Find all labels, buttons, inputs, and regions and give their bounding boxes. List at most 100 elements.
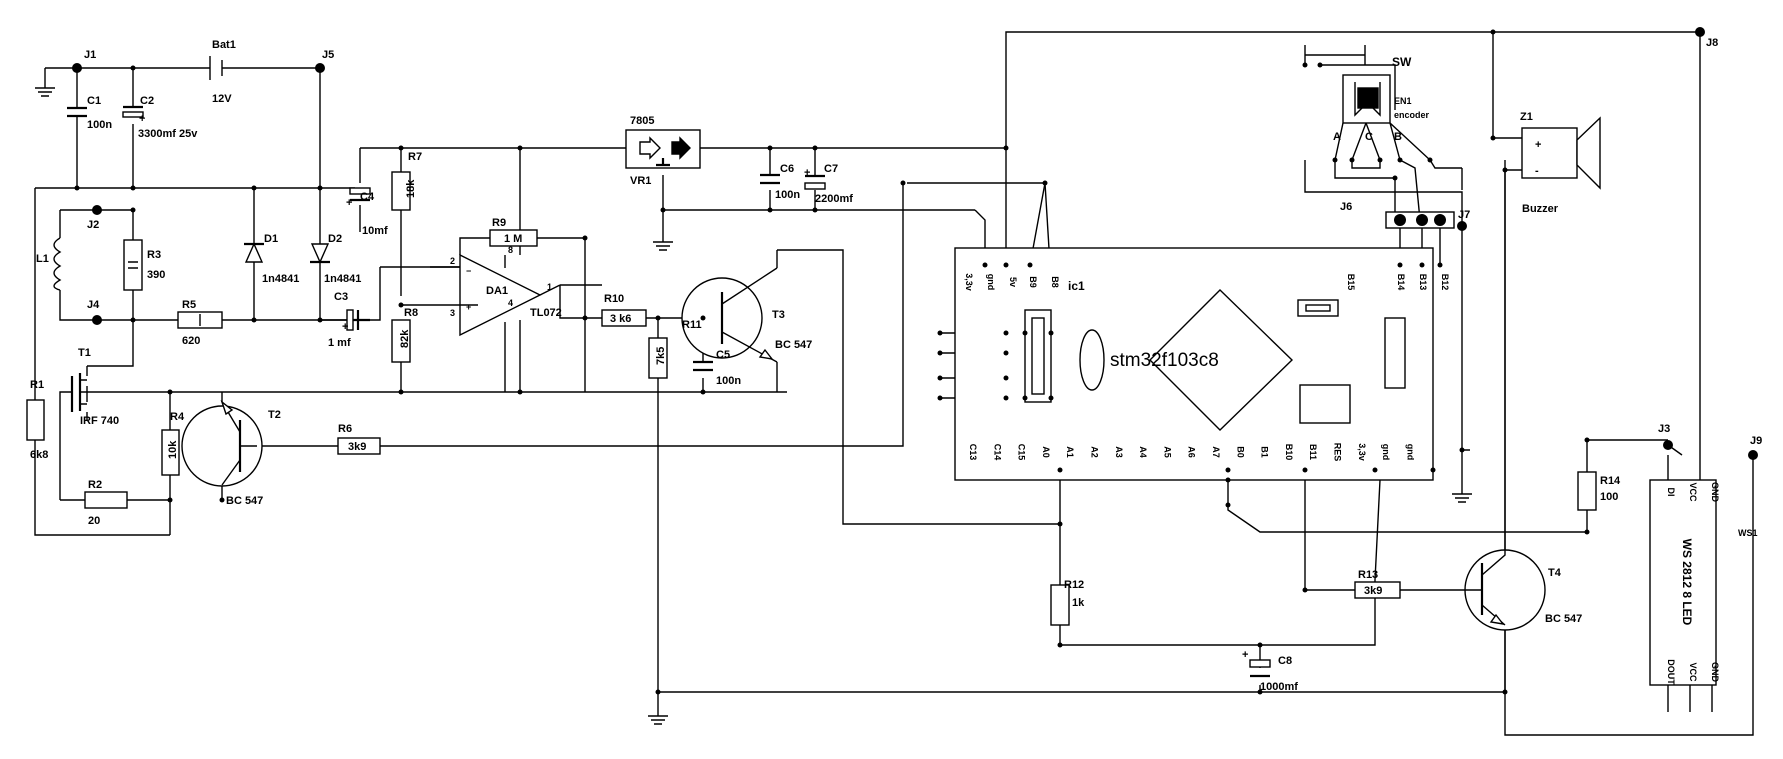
led-top-pin-2: GND [1710, 482, 1720, 503]
mcu-bottom-pin-8: A5 [1162, 446, 1172, 458]
resistor-r6-symbol [337, 437, 381, 455]
mcu-bottom-pin-15: RES [1333, 443, 1343, 462]
connector-j5-dot [315, 63, 325, 73]
mcu-bottom-pin-4: A1 [1065, 446, 1075, 458]
polarity-c2: + [139, 113, 145, 125]
mcu-top-pin-3: B9 [1028, 276, 1038, 288]
opamp-pin-4: 4 [508, 298, 513, 308]
value-r3: 390 [147, 269, 165, 281]
capacitor-c8-symbol [1249, 659, 1271, 668]
label-l1: L1 [36, 253, 49, 265]
diode-d2-symbol [310, 243, 330, 264]
mcu-top-pin-4: B8 [1050, 276, 1060, 288]
buzzer-z1-symbol [1521, 127, 1578, 179]
label-r9: R9 [492, 217, 506, 229]
value-d2: 1n4841 [324, 273, 361, 285]
value-c7: 2200mf [815, 193, 853, 205]
value-c4: 10mf [362, 225, 388, 237]
mcu-bottom-pin-17: gnd [1381, 444, 1391, 461]
led-bottom-pin-2: GND [1710, 662, 1720, 683]
polarity-z1-minus: - [1535, 165, 1539, 177]
connector-j2-dot [92, 205, 102, 215]
label-bat1: Bat1 [212, 39, 236, 51]
led-strip-name: WS 2812 8 LED [1680, 539, 1694, 626]
label-r7: R7 [408, 151, 422, 163]
label-da1: DA1 [486, 285, 508, 297]
led-top-pin-1: VCC [1688, 482, 1698, 502]
label-r13: R13 [1358, 569, 1378, 581]
capacitor-c7-symbol [804, 182, 826, 190]
opamp-pin-3: 3 [450, 308, 455, 318]
value-r1: 6k8 [30, 449, 48, 461]
mcu-bottom-pin-7: A4 [1138, 446, 1148, 458]
value-r12: 1k [1072, 597, 1085, 609]
label-en1: EN1 [1394, 96, 1412, 106]
label-r10: R10 [604, 293, 624, 305]
value-t1: IRF 740 [80, 415, 119, 427]
label-r6: R6 [338, 423, 352, 435]
value-r6: 3k9 [348, 441, 366, 453]
junction-dots [72, 27, 1758, 695]
encoder-pin-a: A [1333, 131, 1341, 143]
led-bottom-pin-1: VCC [1688, 662, 1698, 682]
diode-d1-symbol [244, 242, 264, 263]
led-strip-ws1 [1649, 479, 1717, 686]
polarity-c7: + [804, 167, 810, 179]
value-c3: 1 mf [328, 337, 351, 349]
label-ic1: ic1 [1068, 279, 1085, 293]
mcu-top-pin-6: B14 [1396, 274, 1406, 291]
label-j6: J6 [1340, 201, 1352, 213]
value-c8: 1000mf [1260, 681, 1298, 693]
value-t2: BC 547 [226, 495, 263, 507]
label-r12: R12 [1064, 579, 1084, 591]
value-r9: 1 M [504, 233, 522, 245]
label-c6: C6 [780, 163, 794, 175]
inductor-l1-symbol [53, 237, 62, 291]
mcu-bottom-pin-12: B1 [1260, 446, 1270, 458]
battery-symbol [209, 56, 223, 80]
value-r5: 620 [182, 335, 200, 347]
encoder-pin-b: B [1394, 131, 1402, 143]
capacitor-c1-symbol [67, 106, 87, 118]
label-r11: R11 [682, 319, 702, 331]
opamp-pin-1: 1 [547, 282, 552, 292]
opamp-plus: + [466, 302, 471, 312]
polarity-c3: + [342, 321, 348, 333]
value-bat1: 12V [212, 93, 232, 105]
led-bottom-pin-0: DOUT [1666, 659, 1676, 685]
polarity-c4: + [346, 197, 352, 209]
opamp-pin-8: 8 [508, 245, 513, 255]
capacitor-c6-symbol [760, 173, 780, 185]
value-c1: 100n [87, 119, 112, 131]
label-c5: C5 [716, 349, 730, 361]
capacitor-c2-symbol [122, 111, 144, 118]
label-vr1: VR1 [630, 175, 651, 187]
resistor-r10-symbol [601, 309, 647, 327]
label-r8: R8 [404, 307, 418, 319]
value-c2: 3300mf 25v [138, 128, 198, 140]
connector-j1-dot [72, 63, 82, 73]
mcu-bottom-pin-6: A3 [1114, 446, 1124, 458]
opamp-minus: − [466, 266, 471, 276]
label-j2: J2 [87, 219, 99, 231]
mcu-bottom-pin-14: B11 [1308, 444, 1318, 460]
mcu-bottom-pin-5: A2 [1090, 446, 1100, 458]
resistor-r12-symbol [1050, 584, 1070, 626]
label-t1: T1 [78, 347, 91, 359]
value-r4: 10k [167, 440, 179, 459]
label-j4: J4 [87, 299, 100, 311]
mcu-bottom-pin-11: B0 [1235, 446, 1245, 458]
label-c8: C8 [1278, 655, 1292, 667]
label-ws1: WS1 [1738, 528, 1758, 538]
value-r13: 3k9 [1364, 585, 1382, 597]
resistor-r9-symbol [489, 229, 538, 247]
resistor-r11-symbol [648, 337, 668, 379]
label-j3: J3 [1658, 423, 1670, 435]
label-t3: T3 [772, 309, 785, 321]
connector-j4-dot [92, 315, 102, 325]
value-z1: Buzzer [1522, 203, 1559, 215]
resistor-r13-symbol [1354, 581, 1401, 599]
label-r3: R3 [147, 249, 161, 261]
